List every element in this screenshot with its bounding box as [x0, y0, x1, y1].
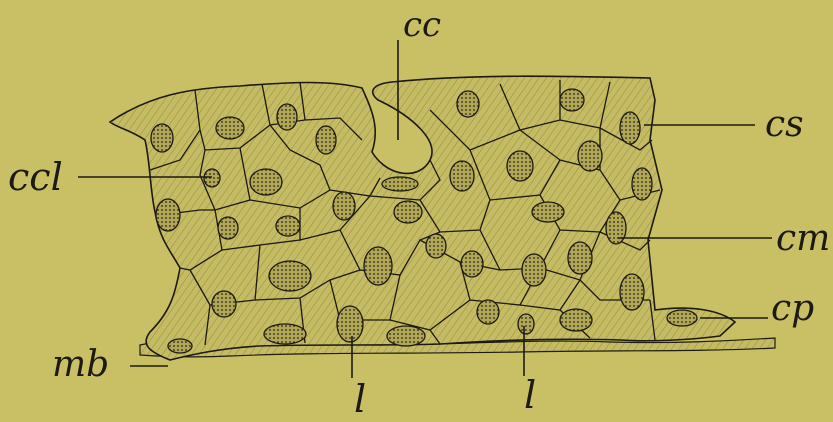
nucleus	[212, 291, 236, 317]
nucleus	[606, 212, 626, 244]
nucleus	[382, 177, 418, 191]
nucleus	[337, 306, 363, 342]
nucleus	[316, 126, 336, 154]
label-ccl: ccl	[8, 155, 63, 199]
label-cm: cm	[776, 218, 830, 259]
label-cp: cp	[771, 288, 814, 329]
nucleus	[507, 151, 533, 181]
nucleus	[518, 314, 534, 334]
label-mb: mb	[52, 344, 109, 385]
label-l-right: l	[524, 373, 536, 417]
nucleus	[461, 251, 483, 277]
label-cc: cc	[403, 5, 441, 45]
nucleus	[364, 247, 392, 285]
nucleus	[156, 199, 180, 231]
nucleus	[218, 217, 238, 239]
nucleus	[457, 91, 479, 117]
nucleus	[632, 168, 652, 200]
label-l-left: l	[354, 377, 366, 417]
label-cs: cs	[765, 104, 804, 145]
nucleus	[667, 310, 697, 326]
nucleus	[276, 216, 300, 236]
nucleus	[168, 339, 192, 353]
nucleus	[204, 169, 220, 187]
nucleus	[387, 326, 425, 346]
nucleus	[620, 112, 640, 144]
nucleus	[450, 161, 474, 191]
nucleus	[269, 261, 311, 291]
nucleus	[250, 169, 282, 195]
nucleus	[578, 141, 602, 171]
nucleus	[522, 254, 546, 286]
nucleus	[277, 104, 297, 130]
nucleus	[394, 201, 422, 223]
nucleus	[333, 192, 355, 220]
nucleus	[216, 117, 244, 139]
nucleus	[560, 309, 592, 331]
nucleus	[568, 242, 592, 274]
nucleus	[477, 300, 499, 324]
nucleus	[560, 89, 584, 111]
nucleus	[426, 234, 446, 258]
nucleus	[264, 324, 306, 344]
nucleus	[151, 124, 173, 152]
nucleus	[620, 274, 644, 310]
nucleus	[532, 202, 564, 222]
epithelium-tissue	[110, 76, 735, 360]
